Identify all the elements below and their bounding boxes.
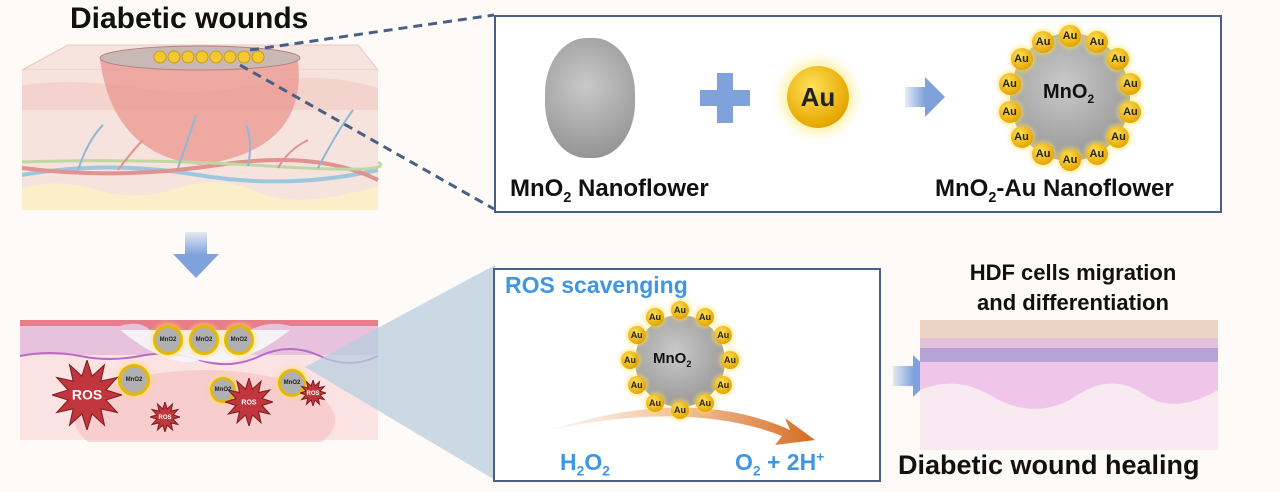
- gold-nanoparticle-icon: Au: [714, 376, 733, 394]
- mno2-au-particle-icon: MnO2: [625, 305, 735, 415]
- ros-label: ROS: [72, 387, 102, 403]
- plus-icon: [700, 73, 750, 123]
- ros-scavenging-heading: ROS scavenging: [505, 272, 688, 298]
- arrow-down-icon: [173, 232, 219, 278]
- gold-nanoparticle-icon: Au: [1119, 73, 1142, 96]
- ros-burst-icon: ROS: [300, 380, 326, 406]
- mno2-nanoflower-label: MnO2 Nanoflower: [510, 175, 709, 206]
- mno2-au-particle-icon: MnO2: [210, 377, 236, 403]
- arrow-right-icon: [905, 77, 945, 117]
- healed-skin-illustration: [920, 320, 1218, 450]
- gold-nanoparticle-icon: Au: [998, 100, 1021, 123]
- gold-nanoparticle-icon: Au: [696, 307, 714, 326]
- gold-nanoparticle-icon: Au: [1032, 142, 1055, 165]
- mno2-au-particle-icon: MnO2: [118, 364, 150, 396]
- gold-nanoparticle-icon: Au: [1107, 125, 1130, 148]
- gold-nanoparticle-icon: Au: [1107, 48, 1130, 71]
- gold-nanoparticle-icon: Au: [1059, 25, 1081, 47]
- gold-nanoparticle-icon: Au: [998, 73, 1021, 96]
- mno2-au-particle-icon: MnO2: [189, 325, 219, 355]
- gold-nanoparticle-icon: Au: [1010, 125, 1033, 148]
- gold-nanoparticle-icon: Au: [696, 394, 714, 413]
- gold-nanoparticle-icon: Au: [787, 66, 849, 128]
- ros-label: ROS: [306, 391, 319, 397]
- ros-burst-icon: ROS: [225, 378, 273, 426]
- ros-burst-icon: ROS: [52, 360, 122, 430]
- gold-nanoparticle-icon: Au: [1085, 142, 1108, 165]
- gold-nanoparticle-icon: Au: [1085, 31, 1108, 54]
- skin-wound-illustration: [21, 44, 382, 210]
- hdf-caption-line1: HDF cells migration: [969, 260, 1177, 285]
- gold-nanoparticle-icon: Au: [1059, 149, 1081, 171]
- particle-core-label: MnO2: [653, 350, 692, 369]
- mno2-au-nanoflower-label: MnO2-Au Nanoflower: [935, 175, 1174, 206]
- mno2-au-particle-icon: MnO2: [224, 325, 254, 355]
- hdf-caption-line2: and differentiation: [977, 290, 1169, 315]
- gold-nanoparticle-icon: Au: [721, 351, 739, 369]
- gold-nanoparticle-icon: Au: [671, 301, 689, 319]
- ros-label: ROS: [158, 415, 171, 421]
- gold-nanoparticle-icon: Au: [671, 401, 689, 419]
- arrow-right-icon: [893, 355, 935, 397]
- gold-nanoparticle-icon: Au: [627, 326, 646, 344]
- gold-nanoparticle-icon: Au: [1032, 31, 1055, 54]
- gold-nanoparticle-icon: Au: [621, 351, 639, 369]
- reactant-label: H2O2: [560, 449, 610, 479]
- reaction-arrow: [550, 407, 815, 445]
- mno2-au-particle-icon: MnO2: [153, 325, 183, 355]
- wound-healing-caption: Diabetic wound healing: [898, 450, 1200, 480]
- nanoparticle-row: [153, 50, 265, 64]
- diabetic-wounds-title: Diabetic wounds: [70, 2, 309, 35]
- gold-nanoparticle-icon: Au: [627, 376, 646, 394]
- gold-nanoparticle-icon: Au: [646, 307, 664, 326]
- product-label: O2 + 2H+: [735, 449, 825, 479]
- gold-nanoparticle-icon: Au: [714, 326, 733, 344]
- mno2-nanoflower-icon: [545, 38, 635, 158]
- core-label: MnO2: [1043, 81, 1095, 106]
- zoom-connector-lines: [239, 13, 495, 211]
- gold-nanoparticle-icon: Au: [646, 394, 664, 413]
- gold-nanoparticle-icon: Au: [1010, 48, 1033, 71]
- ros-burst-icon: ROS: [150, 402, 180, 432]
- gold-nanoparticle-icon: Au: [1119, 100, 1142, 123]
- zoom-cone: [305, 265, 495, 480]
- ros-label: ROS: [241, 399, 257, 406]
